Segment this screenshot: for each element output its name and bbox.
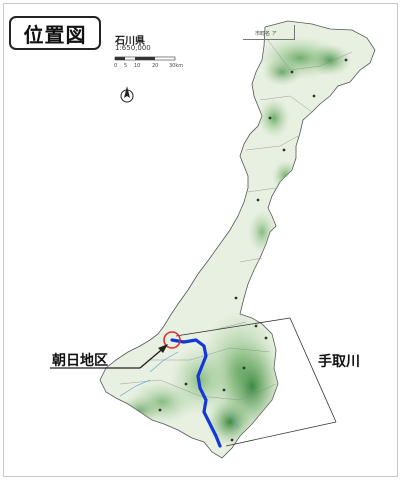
scale-tick-5: 5 [124,63,128,69]
pointer-arrow-icon [50,344,168,369]
prefecture-landmass [99,20,376,459]
tedori-river-line [170,338,222,448]
river-callout-label: 手取川 [318,354,360,370]
scale-tick-0: 0 [114,63,118,69]
scale-tick-30km: 30km [169,63,184,69]
location-circle-icon [163,331,181,349]
scale-tick-10: 10 [134,63,141,69]
map-scale: 1:650,000 [115,44,151,52]
river-callout-lines [175,317,337,447]
legend-box: 市町名 ア [243,25,295,40]
prefecture-name: 石川県 [115,36,145,47]
map-title: 位置図 [9,16,101,50]
scale-tick-20: 20 [152,63,159,69]
place-markers [158,58,348,442]
scale-bar [114,56,176,61]
area-callout-label: 朝日地区 [52,353,108,369]
minor-rivers [119,351,239,429]
north-arrow-icon [120,86,134,103]
